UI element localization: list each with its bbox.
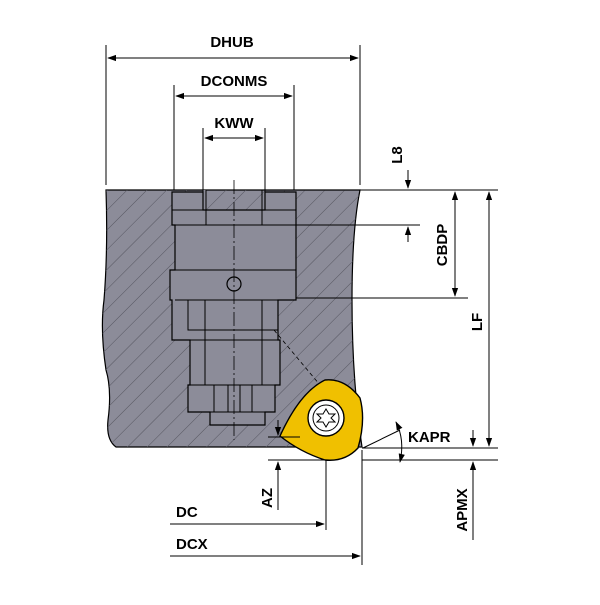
dimension-labels: DHUB DCONMS KWW L8 CBDP LF KAPR AZ APMX … <box>176 34 486 553</box>
screw-hole <box>226 276 242 292</box>
label-dc: DC <box>176 504 198 521</box>
bore-section <box>169 191 297 426</box>
label-l8: L8 <box>389 146 406 164</box>
label-dcx: DCX <box>176 536 208 553</box>
label-kww: KWW <box>214 115 254 132</box>
label-dconms: DCONMS <box>201 73 268 90</box>
label-kapr: KAPR <box>408 429 451 446</box>
dimension-lines <box>105 45 498 565</box>
cutting-insert <box>279 379 364 461</box>
torx-icon <box>315 408 337 428</box>
label-lf: LF <box>469 313 486 331</box>
label-dhub: DHUB <box>210 34 253 51</box>
bore-details <box>170 190 296 413</box>
label-apmx: APMX <box>454 488 471 531</box>
label-cbdp: CBDP <box>434 224 451 267</box>
label-az: AZ <box>259 488 276 508</box>
